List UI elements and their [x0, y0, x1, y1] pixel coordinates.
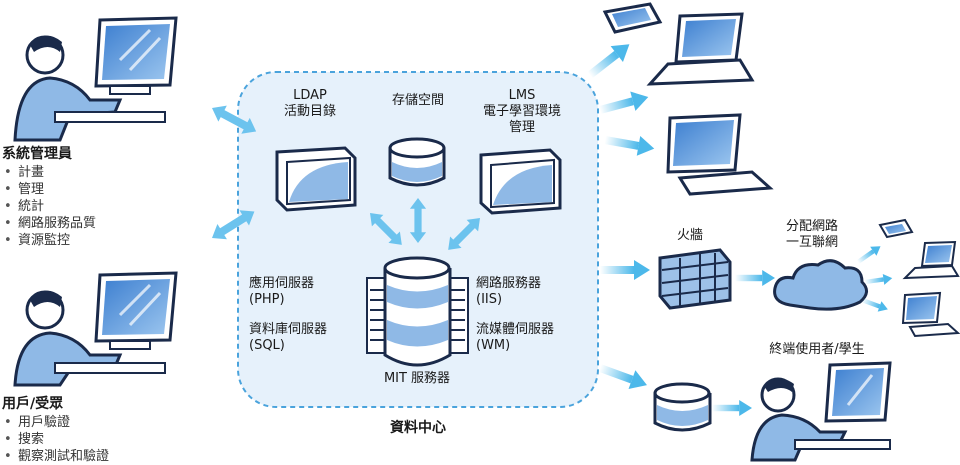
ldap-label: LDAP 活動目錄 — [283, 88, 336, 119]
small-laptop-icon — [902, 240, 960, 280]
users-duty-list: 用戶驗證 搜索 觀察測試和驗證 — [4, 414, 109, 465]
media-server-label: 流媒體伺服器 (WM) — [476, 322, 555, 353]
phone-arrow — [583, 36, 636, 83]
firewall-cloud-arrow — [735, 270, 775, 286]
desktop-arrow — [603, 130, 656, 159]
small-desktop-icon — [901, 291, 960, 338]
laptop-icon — [646, 12, 755, 86]
database-enduser-arrow — [712, 400, 752, 416]
storage-icon — [388, 137, 446, 187]
end-users-label: 終端使用者/學生 — [769, 342, 865, 357]
firewall-icon — [658, 248, 732, 310]
app-server-label: 應用伺服器 (PHP) — [249, 276, 315, 307]
storage-label: 存儲空間 — [391, 93, 444, 108]
list-item: 資源監控 — [4, 232, 96, 249]
users-title: 用戶/受眾 — [2, 396, 64, 412]
list-item: 統計 — [4, 198, 96, 215]
database-arrow — [596, 358, 651, 395]
end-user-person-illustration — [750, 361, 892, 462]
small-phone-icon — [878, 218, 914, 239]
db-server-label: 資料庫伺服器 (SQL) — [249, 322, 328, 353]
database-icon — [653, 382, 712, 432]
mit-server-icon — [366, 256, 469, 367]
desktop-icon — [666, 113, 774, 196]
datacenter-label: 資料中心 — [390, 420, 446, 436]
firewall-label: 火牆 — [676, 228, 703, 243]
web-server-label: 網路服務器 (IIS) — [476, 276, 542, 307]
list-item: 觀察測試和驗證 — [4, 448, 109, 465]
lms-server-icon — [479, 148, 562, 215]
list-item: 搜索 — [4, 431, 109, 448]
admin-duty-list: 計畫 管理 統計 網路服務品質 資源監控 — [4, 164, 96, 249]
list-item: 網路服務品質 — [4, 215, 96, 232]
cloud-laptop-arrow — [864, 272, 893, 288]
list-item: 用戶驗證 — [4, 414, 109, 431]
laptop-arrow — [597, 87, 651, 120]
ldap-server-icon — [275, 146, 357, 212]
admin-person-illustration — [13, 16, 178, 142]
lms-label: LMS 電子學習環境 管理 — [482, 88, 561, 135]
list-item: 計畫 — [4, 164, 96, 181]
phone-icon — [602, 2, 663, 34]
admin-title: 系統管理員 — [2, 146, 72, 162]
cloud-icon — [773, 259, 868, 311]
cloud-phone-arrow — [854, 241, 884, 267]
users-person-illustration — [13, 271, 178, 387]
mit-server-label: MIT 服務器 — [383, 371, 451, 386]
list-item: 管理 — [4, 181, 96, 198]
firewall-arrow — [600, 260, 650, 280]
distribution-network-label: 分配網路 一互聯網 — [785, 219, 838, 250]
